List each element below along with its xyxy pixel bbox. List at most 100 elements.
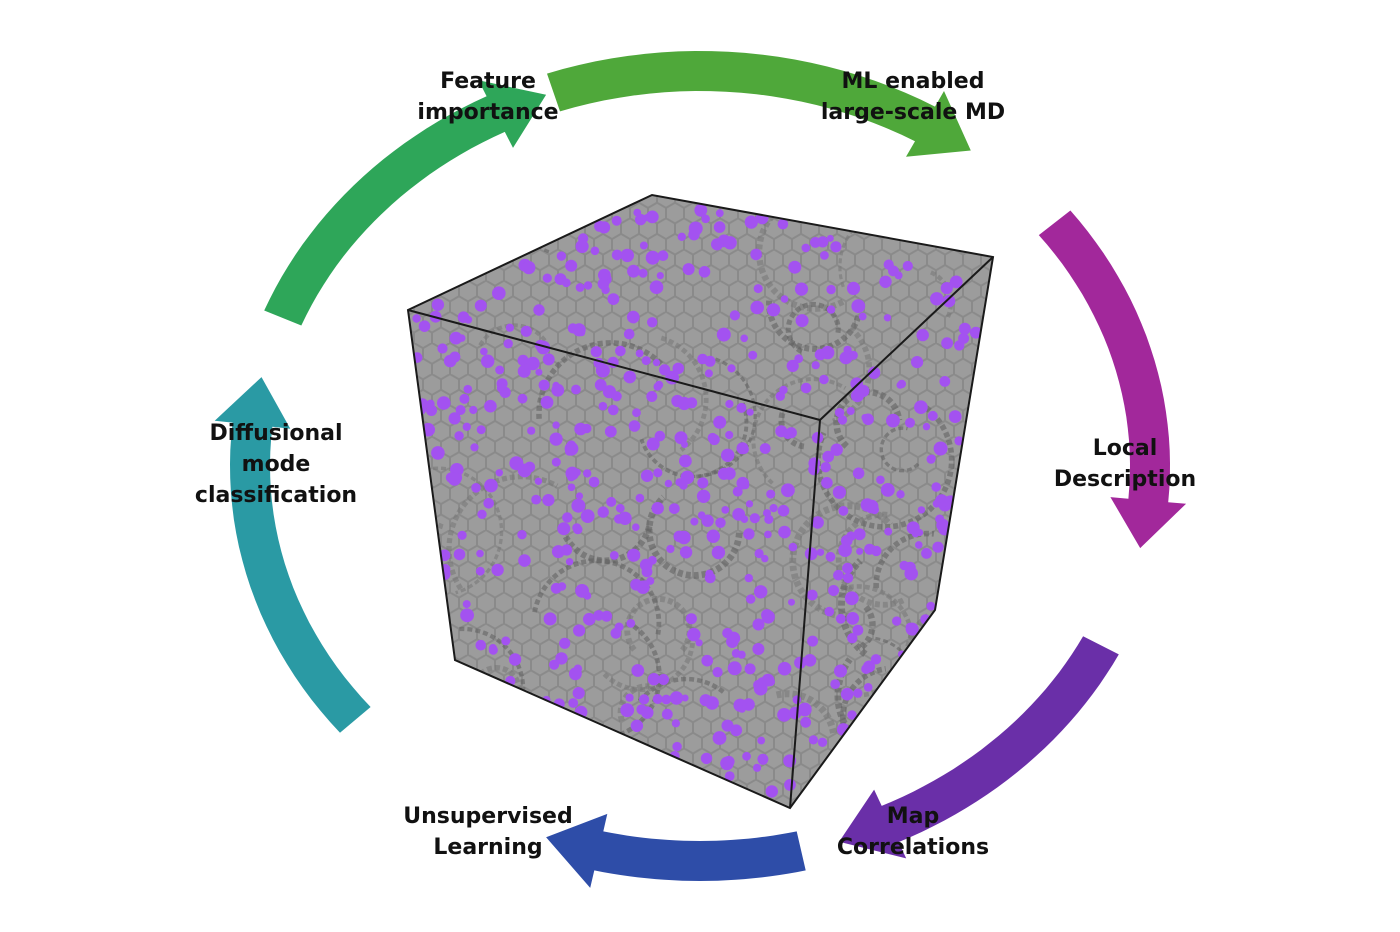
lithium-atom — [811, 516, 824, 529]
lithium-atom — [939, 376, 951, 387]
lithium-atom — [902, 260, 913, 272]
lithium-atom — [641, 566, 653, 578]
lithium-atom — [816, 548, 825, 556]
lithium-atom — [625, 693, 634, 702]
lithium-atom — [492, 286, 506, 301]
lithium-atom — [794, 282, 809, 296]
lithium-atom — [583, 469, 592, 478]
lithium-atom — [695, 639, 703, 647]
lithium-atom — [921, 548, 932, 559]
lithium-atom — [708, 434, 720, 446]
lithium-atom — [679, 546, 693, 559]
lithium-atom — [517, 364, 531, 378]
lithium-atom — [551, 383, 565, 397]
lithium-atom — [484, 478, 498, 493]
lattice-swirl — [873, 530, 935, 589]
lithium-atom — [740, 334, 748, 343]
lithium-atom — [555, 652, 568, 665]
lithium-atom — [883, 314, 892, 322]
lithium-atom — [712, 731, 727, 745]
arrow-map-to-unsupervised — [546, 813, 806, 888]
lithium-atom — [856, 547, 864, 555]
lithium-atom — [561, 278, 571, 288]
lithium-atom — [754, 585, 768, 599]
lithium-atom — [738, 705, 746, 713]
lithium-atom — [886, 413, 900, 428]
lithium-atom — [463, 384, 473, 394]
lithium-atom — [786, 359, 799, 372]
lithium-atom — [806, 589, 818, 601]
lithium-atom — [459, 393, 470, 404]
lithium-atom — [800, 716, 812, 728]
lithium-atom — [623, 328, 635, 340]
lithium-atom — [639, 241, 648, 250]
lithium-atom — [607, 293, 620, 305]
lithium-atom — [517, 463, 532, 478]
lithium-atom — [609, 551, 619, 560]
lithium-atom — [922, 422, 931, 431]
lithium-atom — [575, 492, 584, 500]
label-feature-importance: Feature importance — [417, 69, 559, 125]
label-unsupervised-learning: Unsupervised Learning — [403, 804, 573, 860]
lithium-atom — [754, 548, 764, 559]
lithium-atom — [745, 500, 754, 508]
lithium-atom — [588, 476, 600, 488]
lithium-atom — [471, 483, 481, 493]
lattice-swirl — [408, 466, 504, 595]
lattice-swirl — [637, 676, 727, 703]
lithium-atom — [649, 280, 664, 295]
lithium-atom — [562, 512, 573, 523]
lithium-atom — [437, 343, 448, 354]
lithium-atom — [508, 653, 522, 666]
lithium-atom — [658, 674, 669, 685]
arrow-md-to-local — [1038, 210, 1187, 549]
lithium-atom — [557, 522, 571, 536]
lithium-atom — [788, 260, 802, 274]
lithium-atom — [628, 420, 641, 432]
lithium-atom — [572, 687, 585, 700]
lithium-atom — [732, 650, 740, 658]
lithium-atom — [932, 541, 944, 553]
lithium-atom — [933, 441, 948, 456]
lithium-atom — [645, 210, 659, 224]
lithium-atom — [897, 379, 906, 389]
lithium-atom — [706, 529, 720, 543]
lithium-atom — [777, 661, 792, 676]
lithium-atom — [690, 517, 699, 526]
box-edges — [406, 193, 995, 810]
lithium-atom — [825, 551, 836, 562]
arrow-unsupervised-to-diffusional — [214, 377, 371, 733]
lithium-atom — [618, 511, 632, 525]
lithium-atom — [753, 681, 768, 696]
lithium-atom — [807, 635, 819, 647]
lithium-atom — [475, 566, 485, 576]
lithium-atom — [474, 299, 487, 312]
lithium-atom — [538, 379, 550, 391]
lithium-atom — [470, 443, 479, 452]
lithium-atom — [580, 509, 595, 523]
lithium-atom — [803, 654, 817, 667]
arrow-local-to-map — [839, 636, 1119, 859]
lithium-atom — [941, 337, 953, 350]
lithium-atom — [426, 405, 437, 416]
lithium-atom — [727, 364, 736, 373]
lithium-atom — [646, 437, 660, 451]
lithium-atom — [517, 354, 529, 366]
lithium-atom — [653, 382, 662, 391]
lithium-atom — [954, 436, 964, 446]
lithium-atom — [711, 545, 726, 560]
lithium-atom — [835, 613, 846, 624]
lithium-atom — [590, 346, 602, 358]
lithium-atom — [577, 233, 589, 244]
lithium-atom — [669, 691, 684, 705]
lithium-atom — [830, 679, 841, 689]
lattice-swirl — [856, 604, 876, 652]
lithium-atom — [664, 479, 673, 488]
lithium-atom — [682, 263, 695, 276]
lithium-atom — [704, 369, 713, 378]
lattice-swirl — [660, 335, 709, 452]
lithium-atom — [627, 264, 640, 278]
lattice-swirl — [831, 325, 873, 425]
lithium-atom — [598, 401, 608, 411]
